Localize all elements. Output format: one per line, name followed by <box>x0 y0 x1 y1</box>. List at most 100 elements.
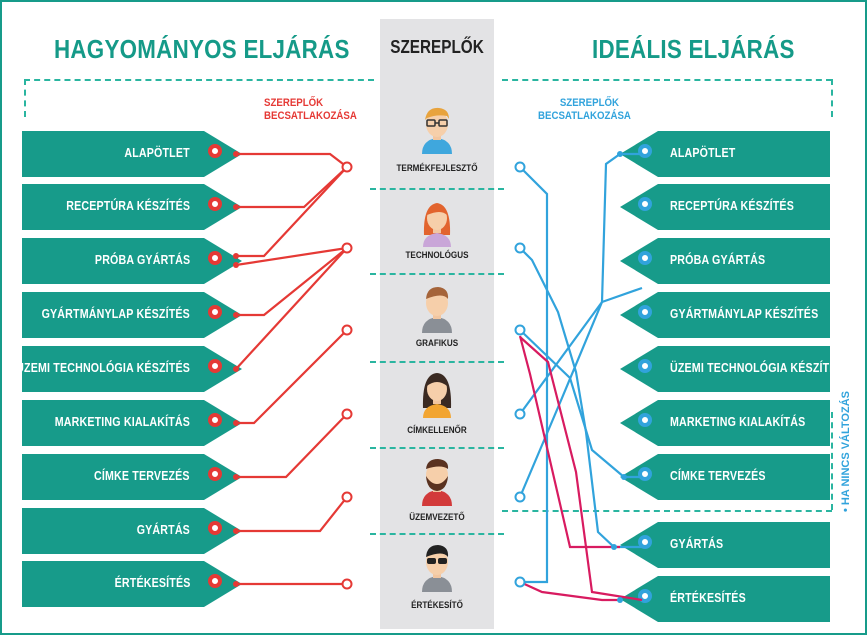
connector-ring-icon <box>208 521 222 535</box>
salesperson-avatar-icon <box>422 545 452 592</box>
red-connector-line <box>236 413 348 479</box>
connector-ring-icon <box>638 359 652 373</box>
ideal-step-uzemi-technologia: ÜZEMI TECHNOLÓGIA KÉSZÍTÉS <box>620 346 830 392</box>
red-connector-line <box>236 166 348 209</box>
red-dot <box>233 474 239 480</box>
ideal-step-cimke-tervezes: CÍMKE TERVEZÉS <box>620 454 830 500</box>
connector-ring-icon <box>208 305 222 319</box>
blue-join-node <box>514 324 526 336</box>
right-divider-drop <box>831 79 833 117</box>
crimson-connector-line <box>518 335 620 549</box>
red-dot <box>233 262 239 268</box>
red-connector-line <box>236 166 348 258</box>
traditional-step-proba-gyartas: PRÓBA GYÁRTÁS <box>22 238 242 284</box>
connector-ring-icon <box>208 359 222 373</box>
red-join-node <box>341 578 353 590</box>
blue-dot <box>617 597 623 603</box>
blue-connector-line <box>519 166 549 584</box>
step-label: PRÓBA GYÁRTÁS <box>94 252 190 267</box>
change-separator-line <box>502 510 832 512</box>
blue-join-node <box>514 242 526 254</box>
crimson-connector-line <box>519 336 643 602</box>
red-connector-line <box>236 152 348 168</box>
technologist-avatar-icon <box>423 203 451 247</box>
connector-ring-icon <box>638 535 652 549</box>
left-title-divider <box>24 79 374 81</box>
red-join-node <box>341 491 353 503</box>
ideal-step-alapotlet: ALAPÖTLET <box>620 131 830 177</box>
connector-ring-icon <box>208 574 222 588</box>
blue-dot <box>611 544 617 550</box>
blue-join-node <box>514 491 526 503</box>
left-join-caption: SZEREPLŐK BECSATLAKOZÁSA <box>264 97 357 123</box>
actor-divider <box>370 273 504 275</box>
blue-connector-line <box>519 329 642 479</box>
actor-label: TECHNOLÓGUS <box>405 250 469 260</box>
red-dot <box>233 204 239 210</box>
connector-ring-icon <box>208 197 222 211</box>
blue-connector-line <box>519 247 642 549</box>
graphic-designer-avatar-icon <box>422 287 452 333</box>
connector-ring-icon <box>638 305 652 319</box>
left-join-caption-line: SZEREPLŐK <box>264 97 324 109</box>
blue-connector-line <box>518 152 642 498</box>
traditional-step-cimke-tervezes: CÍMKE TERVEZÉS <box>22 454 242 500</box>
ideal-step-gyartmanylap: GYÁRTMÁNYLAP KÉSZÍTÉS <box>620 292 830 338</box>
red-connector-line <box>236 329 348 425</box>
step-label: RECEPTÚRA KÉSZÍTÉS <box>670 198 794 213</box>
red-join-node <box>341 408 353 420</box>
ideal-step-proba-gyartas: PRÓBA GYÁRTÁS <box>620 238 830 284</box>
red-dot <box>233 151 239 157</box>
ideal-step-marketing: MARKETING KIALAKÍTÁS <box>620 400 830 446</box>
step-label: ÜZEMI TECHNOLÓGIA KÉSZÍTÉS <box>16 360 190 375</box>
traditional-step-marketing: MARKETING KIALAKÍTÁS <box>22 400 242 446</box>
crimson-connector-line <box>519 580 620 602</box>
connector-ring-icon <box>208 467 222 481</box>
red-connector-line <box>236 496 348 533</box>
actor-label: GRAFIKUS <box>415 338 459 348</box>
red-dot <box>233 253 239 259</box>
ideal-step-ertekesites: ÉRTÉKESÍTÉS <box>620 576 830 622</box>
actor-label: CÍMKELLENŐR <box>407 425 467 435</box>
step-label: MARKETING KIALAKÍTÁS <box>54 414 190 429</box>
actor-label: ÜZEMVEZETŐ <box>409 512 465 522</box>
traditional-step-alapotlet: ALAPÖTLET <box>22 131 242 177</box>
traditional-step-gyartmanylap: GYÁRTMÁNYLAP KÉSZÍTÉS <box>22 292 242 338</box>
step-label: GYÁRTÁS <box>670 536 724 551</box>
red-dot <box>233 581 239 587</box>
left-divider-drop <box>24 79 26 117</box>
right-title-divider <box>502 79 832 81</box>
label-checker-avatar-icon <box>422 373 452 418</box>
connector-ring-icon <box>208 144 222 158</box>
step-label: CÍMKE TERVEZÉS <box>670 468 766 483</box>
traditional-step-receptura: RECEPTÚRA KÉSZÍTÉS <box>22 184 242 230</box>
connector-ring-icon <box>208 251 222 265</box>
left-join-caption-line: BECSATLAKOZÁSA <box>264 110 357 122</box>
traditional-process-title: HAGYOMÁNYOS ELJÁRÁS <box>54 34 350 64</box>
red-dot <box>233 366 239 372</box>
blue-join-node <box>514 408 526 420</box>
red-connector-line <box>235 246 348 267</box>
step-label: ALAPÖTLET <box>124 145 190 160</box>
connector-ring-icon <box>638 197 652 211</box>
change-separator-drop <box>831 412 833 510</box>
red-connector-line <box>236 247 348 317</box>
product-developer-avatar-icon <box>422 107 452 154</box>
step-label: GYÁRTÁS <box>136 522 190 537</box>
red-join-node <box>341 242 353 254</box>
step-label: ÉRTÉKESÍTÉS <box>670 590 746 605</box>
step-label: PRÓBA GYÁRTÁS <box>670 252 766 267</box>
no-change-note: • HA NINCS VÁLTOZÁS <box>840 391 864 633</box>
blue-join-node <box>514 576 526 588</box>
step-label: ÜZEMI TECHNOLÓGIA KÉSZÍTÉS <box>670 360 844 375</box>
traditional-step-uzemi-technologia: ÜZEMI TECHNOLÓGIA KÉSZÍTÉS <box>22 346 242 392</box>
red-join-node <box>341 324 353 336</box>
blue-dot <box>617 151 623 157</box>
red-connector-line <box>235 247 348 370</box>
red-dot <box>233 420 239 426</box>
ideal-step-gyartas: GYÁRTÁS <box>620 522 830 568</box>
actor-divider <box>370 188 504 190</box>
step-label: GYÁRTMÁNYLAP KÉSZÍTÉS <box>41 306 190 321</box>
step-label: MARKETING KIALAKÍTÁS <box>670 414 806 429</box>
red-dot <box>233 528 239 534</box>
